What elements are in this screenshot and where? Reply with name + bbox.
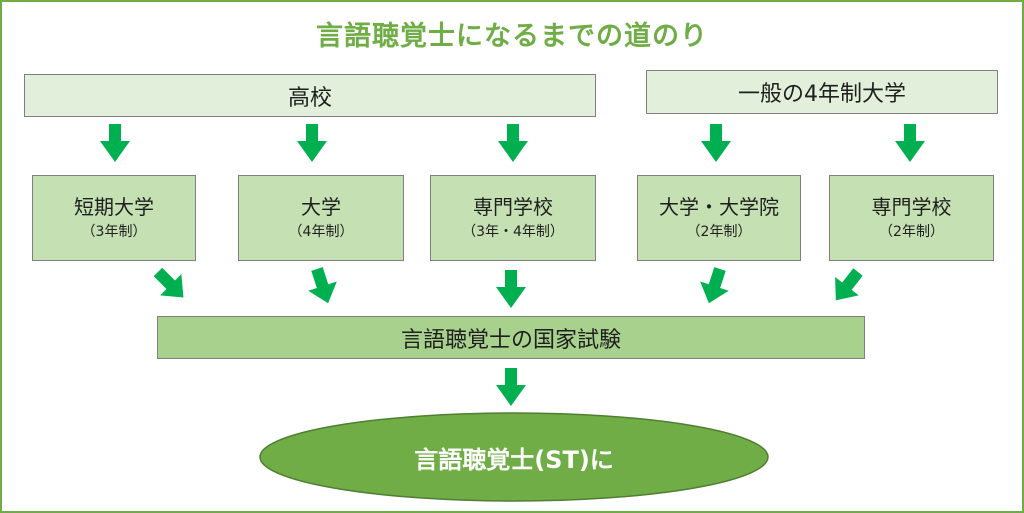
box-graduate-school-sub: （2年制） xyxy=(686,224,752,240)
arrow-down-icon xyxy=(701,124,731,162)
arrow-down-icon xyxy=(895,124,925,162)
box-vocational-school-label: 専門学校 xyxy=(473,195,553,219)
box-national-exam: 言語聴覚士の国家試験 xyxy=(157,316,865,359)
box-national-exam-label: 言語聴覚士の国家試験 xyxy=(400,327,621,353)
arrow-down-icon xyxy=(498,124,528,162)
arrow-diagonal-icon xyxy=(700,267,729,304)
box-high-school-label: 高校 xyxy=(287,85,332,111)
box-vocational-school: 専門学校 （3年・4年制） xyxy=(430,175,596,261)
box-graduate-school: 大学・大学院 （2年制） xyxy=(637,175,801,261)
box-junior-college-label: 短期大学 xyxy=(74,195,154,219)
arrow-down-icon xyxy=(496,270,526,308)
arrow-down-icon xyxy=(496,368,526,406)
box-junior-college-sub: （3年制） xyxy=(81,224,147,240)
box-graduate-school-label: 大学・大学院 xyxy=(659,195,779,219)
box-high-school: 高校 xyxy=(24,74,596,117)
final-ellipse-label: 言語聴覚士(ST)に xyxy=(414,445,614,474)
box-vocational-school-2yr: 専門学校 （2年制） xyxy=(829,175,994,261)
box-vocational-school-2yr-sub: （2年制） xyxy=(879,224,944,240)
arrow-down-icon xyxy=(297,124,327,162)
arrow-diagonal-icon xyxy=(153,267,184,298)
box-general-university-label: 一般の4年制大学 xyxy=(738,82,906,107)
box-vocational-school-sub: （3年・4年制） xyxy=(462,224,564,240)
arrow-diagonal-icon xyxy=(308,267,337,304)
box-university: 大学 （4年制） xyxy=(238,175,404,261)
final-ellipse xyxy=(259,412,769,502)
box-vocational-school-2yr-label: 専門学校 xyxy=(871,195,952,219)
arrow-down-icon xyxy=(100,124,130,162)
arrow-diagonal-icon xyxy=(835,268,863,301)
box-university-sub: （4年制） xyxy=(288,224,354,240)
box-general-university: 一般の4年制大学 xyxy=(646,70,998,114)
diagram-title: 言語聴覚士になるまでの道のり xyxy=(316,21,708,52)
box-university-label: 大学 xyxy=(301,195,341,219)
box-junior-college: 短期大学 （3年制） xyxy=(32,175,196,261)
